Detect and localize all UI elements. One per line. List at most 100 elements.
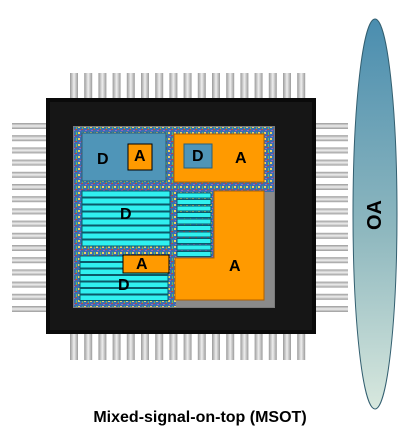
pin [314,245,348,251]
pins-top [70,73,306,99]
pin [84,334,93,360]
pin [70,334,78,360]
pin [112,73,121,99]
pin [141,73,149,99]
pin [155,334,164,360]
pin [314,269,348,276]
pin [197,334,206,360]
digital-row [176,199,212,205]
pins-right [314,123,348,312]
pin [70,73,78,99]
pin [314,123,348,129]
pin [314,196,348,203]
pin [12,208,48,215]
pin [314,220,348,227]
pin [197,73,206,99]
digital-row [176,218,212,225]
digital-row [176,244,212,251]
pin [297,73,306,99]
pin [314,135,348,142]
pin [12,196,48,203]
pin [169,334,178,360]
digital-row [79,281,169,288]
label-a-large: A [229,258,241,275]
pin [12,159,48,166]
pin [254,334,263,360]
pin [314,171,348,178]
digital-rows-center [176,192,212,257]
pin [12,220,48,227]
pin [226,334,235,360]
label-d-middle: D [120,206,132,223]
digital-row [79,275,169,282]
analog-block-bottom-small [122,254,170,274]
analog-block-large [174,190,265,301]
digital-rows-middle [81,190,171,247]
pin [12,171,48,178]
pin [12,245,48,251]
pins-left [12,123,48,312]
digital-row [176,225,212,231]
pin [283,334,291,360]
pin [254,73,263,99]
pin [314,293,348,300]
pin [283,73,291,99]
pin [12,184,48,190]
pin [240,334,249,360]
pin [314,306,348,312]
caption: Mixed-signal-on-top (MSOT) [93,409,307,426]
digital-row [81,190,171,198]
pin [212,73,220,99]
digital-row [79,294,169,301]
pin [314,257,348,264]
digital-row [81,225,171,233]
digital-row [81,211,171,219]
digital-row [176,231,212,238]
pin [98,334,107,360]
digital-row [81,232,171,240]
digital-row [81,239,171,247]
pin [98,73,107,99]
digital-block-top-left [81,132,167,182]
label-a-bottom-small: A [136,256,148,273]
label-a-top-left: A [134,148,146,165]
digital-row [176,251,212,257]
pin [314,147,348,154]
pin [314,281,348,288]
pin [12,135,48,142]
pin [141,334,149,360]
pin [12,147,48,154]
pin [314,159,348,166]
pin [12,293,48,300]
pin [155,73,164,99]
pin [84,73,93,99]
analog-block-top-left-small [127,143,153,171]
pin [126,334,135,360]
pin [297,334,306,360]
pin [226,73,235,99]
pin [169,73,178,99]
digital-row [176,238,212,244]
digital-row [79,288,169,295]
pin [12,281,48,288]
label-d-bottom: D [118,277,130,294]
pin [314,208,348,215]
pin [268,334,277,360]
label-d-top-right: D [192,148,204,165]
pin [268,73,277,99]
oa-ellipse [352,18,398,410]
digital-row [81,197,171,205]
label-a-top-right: A [235,150,247,167]
digital-row [176,205,212,212]
pin [314,184,348,190]
digital-row [176,212,212,218]
label-d-top-left: D [97,151,109,168]
pin [12,306,48,312]
pin [12,269,48,276]
digital-row [81,218,171,226]
pin [314,232,348,239]
pin [212,334,220,360]
pin [183,73,192,99]
digital-row [176,192,212,199]
